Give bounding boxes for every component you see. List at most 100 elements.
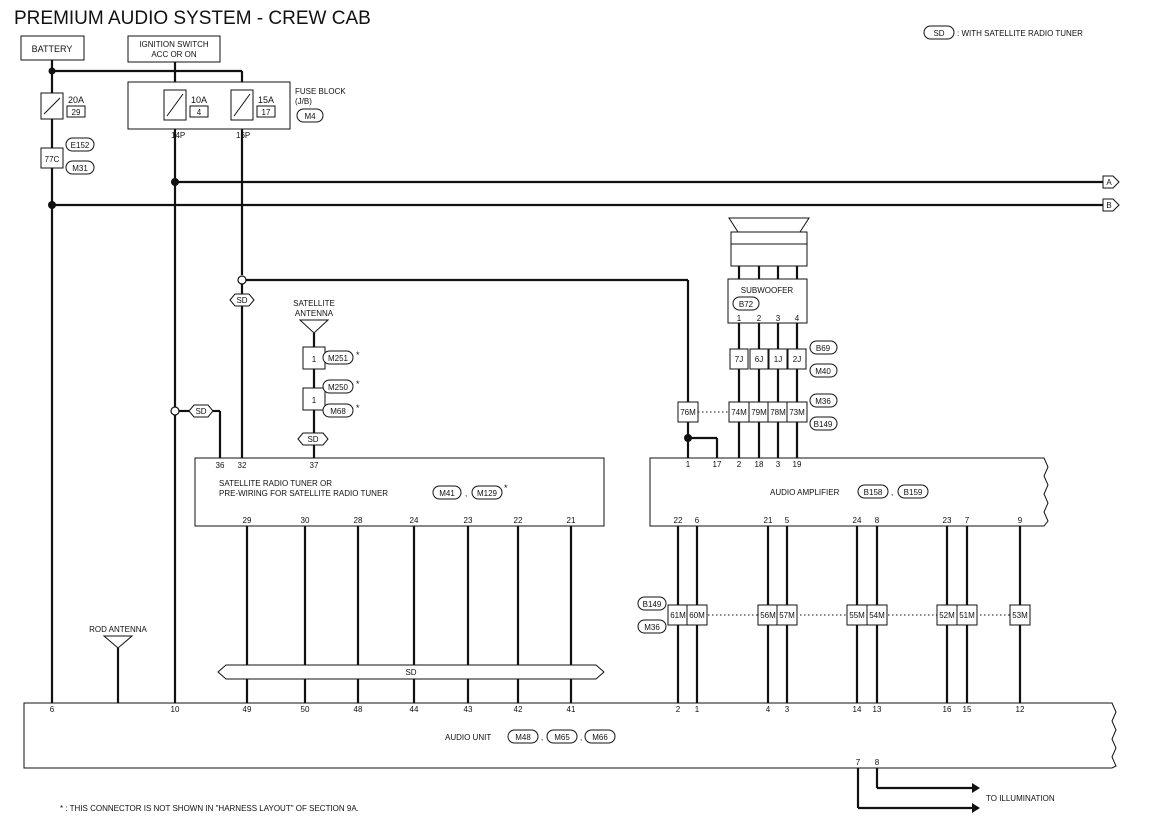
joint-77c-box	[40, 147, 64, 169]
tuner-bottom-pin: 29	[243, 516, 252, 525]
connector-m251-star: *	[356, 350, 360, 360]
optional-splice	[237, 275, 247, 285]
fuse-10a-amps: 10A	[191, 95, 207, 105]
audio-unit-pin: 50	[301, 705, 310, 714]
sd-tag-1	[229, 293, 255, 307]
satellite-antenna-icon	[298, 319, 330, 334]
illum-pin-8: 8	[875, 758, 880, 767]
amp-bottom-pin: 5	[785, 516, 790, 525]
joint-76m: 76M	[680, 408, 696, 417]
splice-node	[48, 67, 56, 75]
joint-box	[749, 348, 769, 370]
connector-m36-tag	[809, 393, 838, 408]
connector-m40: M40	[815, 367, 831, 376]
subwoofer-speaker-body	[730, 243, 808, 267]
joint-53m: 53M	[1012, 611, 1028, 620]
connector-m36-tag	[637, 619, 667, 634]
fuse-15a-amps: 15A	[258, 95, 274, 105]
connector-m251-tag	[322, 350, 354, 365]
audio-unit-pin: 16	[943, 705, 952, 714]
joint-box	[776, 604, 798, 626]
connector-m65-tag	[546, 729, 578, 744]
tuner-bottom-pin: 30	[301, 516, 310, 525]
amp-top-pin: 1	[686, 460, 691, 469]
subwoofer-speaker-frame	[730, 231, 808, 245]
audio-unit-pin: 1	[695, 705, 700, 714]
amp-bottom-pin: 7	[965, 516, 970, 525]
joint-box	[1009, 604, 1031, 626]
audio-unit-pin: 14	[853, 705, 862, 714]
fuse-20a-element	[43, 97, 61, 115]
tuner-top-pin-32: 32	[238, 461, 247, 470]
connector-b149: B149	[814, 420, 833, 429]
ignition-line2: ACC OR ON	[151, 50, 197, 59]
fuse-20a-number-box	[66, 105, 86, 118]
joint-7j: 7J	[735, 355, 743, 364]
connector-m68-star: *	[356, 403, 360, 413]
fuse-20a-amps: 20A	[68, 95, 84, 105]
footnote: * : THIS CONNECTOR IS NOT SHOWN IN "HARN…	[60, 804, 359, 813]
audio-unit-pin: 44	[410, 705, 419, 714]
joint-54m: 54M	[869, 611, 885, 620]
audio-connector-separator: ,	[541, 733, 543, 742]
amp-bottom-pin: 21	[764, 516, 773, 525]
fuse-10a-number-box	[189, 105, 209, 118]
connector-b69-tag	[809, 340, 838, 355]
fuse-20a-number: 29	[72, 108, 81, 117]
sd-tag-3-label: SD	[307, 435, 318, 444]
amp-bottom-pin: 23	[943, 516, 952, 525]
connector-m66: M66	[592, 733, 608, 742]
joint-box	[866, 604, 888, 626]
amp-connector-separator: ,	[891, 488, 893, 497]
amp-bottom-pin: 24	[853, 516, 862, 525]
connector-m250-star: *	[356, 379, 360, 389]
audio-unit-pin: 3	[785, 705, 790, 714]
satellite-antenna-line1: SATELLITE	[293, 299, 335, 308]
amp-bottom-pin: 6	[695, 516, 700, 525]
rod-antenna-label: ROD ANTENNA	[89, 625, 147, 634]
joint-box	[768, 348, 788, 370]
sat-connector-2	[302, 387, 326, 411]
amp-top-pin: 3	[776, 460, 781, 469]
page-title: PREMIUM AUDIO SYSTEM - CREW CAB	[14, 8, 371, 29]
connector-b149-tag	[637, 596, 667, 611]
bus-a-arrow	[1102, 175, 1120, 189]
connector-m31: M31	[72, 164, 88, 173]
legend-sd-tag	[923, 25, 955, 40]
subwoofer-pin: 3	[776, 314, 781, 323]
connector-m31-tag	[65, 160, 95, 175]
ignition-switch-box	[127, 35, 221, 63]
sat-connector-2-pin: 1	[312, 396, 317, 405]
connector-m68-tag	[322, 403, 354, 418]
amp-top-pin: 2	[737, 460, 742, 469]
subwoofer-pin: 2	[757, 314, 762, 323]
tuner-bottom-pin: 24	[410, 516, 419, 525]
joint-1j: 1J	[774, 355, 782, 364]
sd-harness-band	[217, 664, 605, 680]
joint-2j: 2J	[793, 355, 801, 364]
joint-box	[787, 348, 807, 370]
joint-51m: 51M	[959, 611, 975, 620]
fuse-15a-element	[233, 93, 251, 117]
splice-node	[171, 178, 179, 186]
arrow-right-icon	[972, 803, 980, 813]
tuner-name-line2: PRE-WIRING FOR SATELLITE RADIO TUNER	[219, 489, 388, 498]
battery-box	[20, 35, 85, 61]
connector-m129-tag	[471, 485, 503, 500]
audio-unit-name: AUDIO UNIT	[445, 733, 491, 742]
joint-78m: 78M	[770, 408, 786, 417]
audio-connector-separator: ,	[580, 733, 582, 742]
audio-amplifier-box	[649, 457, 1049, 527]
audio-unit-pin: 10	[171, 705, 180, 714]
amp-top-pin: 18	[755, 460, 764, 469]
audio-unit-pin: 13	[873, 705, 882, 714]
fuse-pin-14p: 14P	[171, 131, 185, 140]
sd-tag-4-label: SD	[405, 668, 416, 677]
audio-unit-pin: 41	[567, 705, 576, 714]
joint-55m: 55M	[849, 611, 865, 620]
connector-m66-tag	[584, 729, 616, 744]
ignition-line1: IGNITION SWITCH	[139, 40, 209, 49]
battery-label: BATTERY	[32, 44, 73, 54]
bus-a-label: A	[1106, 178, 1112, 187]
